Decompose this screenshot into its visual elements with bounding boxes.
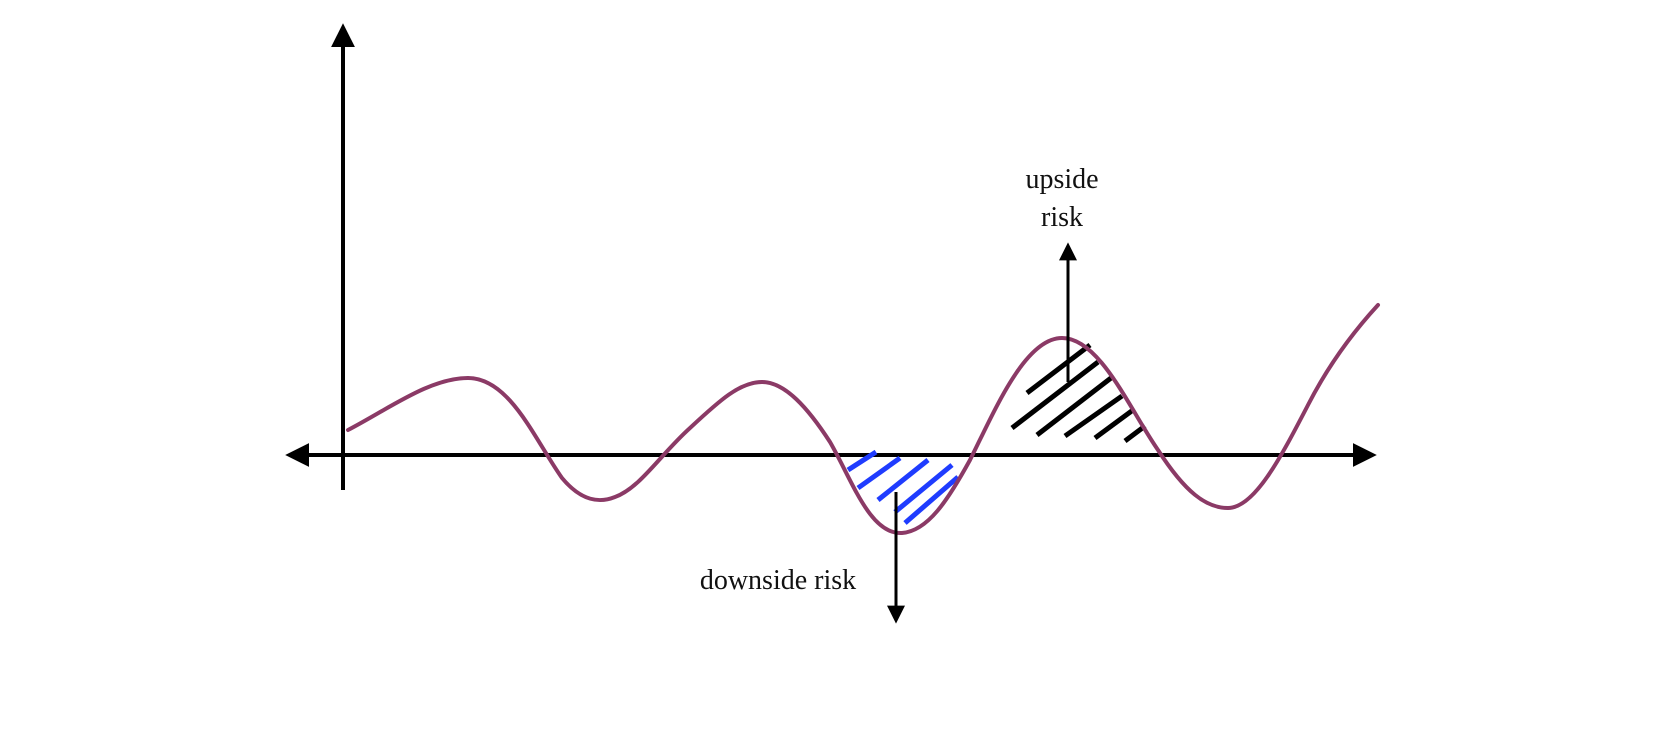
upside-label-line1: upside xyxy=(1025,164,1098,195)
downside-label: downside risk xyxy=(700,565,856,596)
downside-hatch xyxy=(846,449,960,525)
signal-curve xyxy=(346,303,1380,536)
upside-label-line2: risk xyxy=(1041,202,1083,233)
upside-hatch xyxy=(1010,343,1147,443)
